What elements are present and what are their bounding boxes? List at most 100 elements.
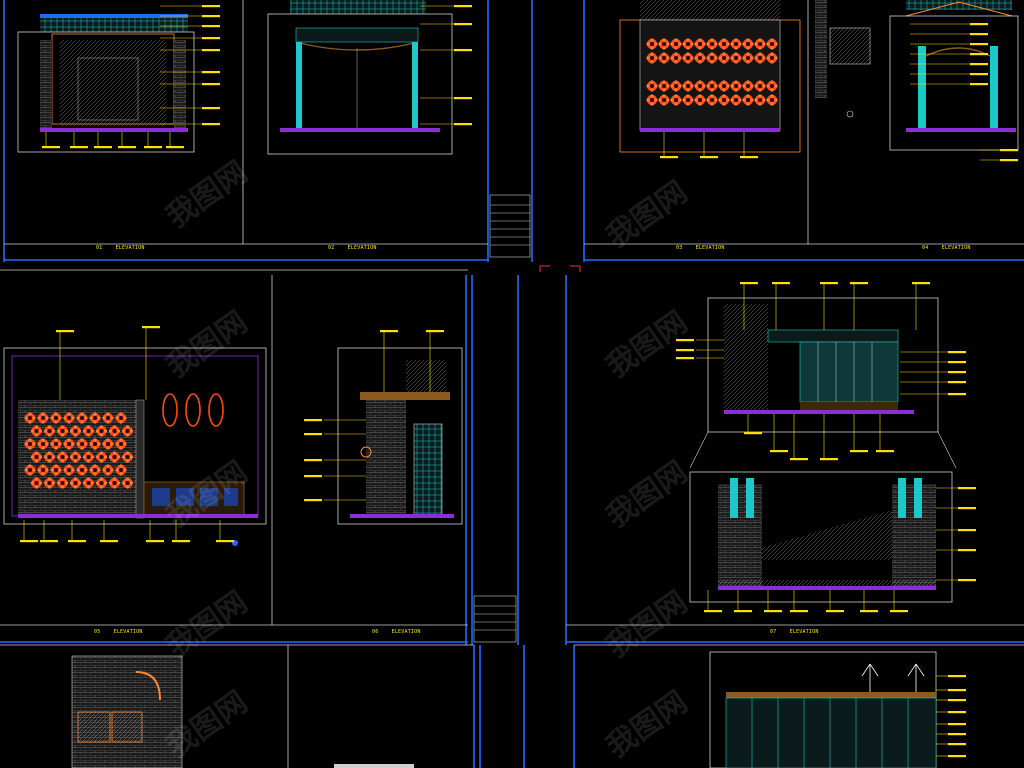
annotation-tag — [202, 83, 220, 86]
annotation-tag — [912, 282, 930, 285]
annotation-tag — [454, 97, 472, 100]
annotation-tag — [948, 699, 966, 702]
annotation-tag — [850, 282, 868, 285]
annotation-tag — [454, 49, 472, 52]
sheet-title-04: 04 ELEVATION — [922, 245, 971, 251]
annotation-tag — [970, 43, 988, 46]
annotation-tag — [704, 610, 722, 613]
annotation-tag — [820, 458, 838, 461]
annotation-tag — [304, 499, 322, 502]
sheet-title-03: 03 ELEVATION — [676, 245, 725, 251]
annotation-tag — [890, 610, 908, 613]
annotation-tag — [790, 610, 808, 613]
elevation-06-door — [337, 347, 463, 525]
annotation-tag — [958, 579, 976, 582]
sheet-name-03: ELEVATION — [695, 245, 725, 251]
annotation-tag — [676, 339, 694, 342]
annotation-tag — [68, 540, 86, 543]
annotation-leaders — [20, 5, 1018, 758]
annotation-tag — [820, 282, 838, 285]
annotation-tag — [744, 432, 762, 435]
annotation-tag — [304, 475, 322, 478]
elevation-02-gate-frame — [267, 0, 453, 155]
annotation-tag — [948, 689, 966, 692]
elevation-08-partial — [71, 655, 414, 768]
annotation-tag — [1000, 149, 1018, 152]
annotation-tag — [948, 675, 966, 678]
sheet-tag-07: 07 — [770, 629, 777, 635]
sheet-tag-01: 01 — [96, 245, 103, 251]
sheet-name-02: ELEVATION — [347, 245, 377, 251]
annotation-tag — [770, 450, 788, 453]
annotation-tag — [304, 419, 322, 422]
annotation-tag — [958, 549, 976, 552]
annotation-tag — [734, 610, 752, 613]
annotation-tag — [202, 37, 220, 40]
annotation-tag — [42, 146, 60, 149]
annotation-tag — [970, 23, 988, 26]
annotation-tag — [166, 146, 184, 149]
sheet-name-04: ELEVATION — [941, 245, 971, 251]
annotation-tag — [948, 351, 966, 354]
annotation-tag — [772, 282, 790, 285]
annotation-tag — [146, 540, 164, 543]
sheet-title-07: 07 ELEVATION — [770, 629, 819, 635]
elevation-04-side-gate — [815, 0, 1019, 151]
annotation-tag — [970, 73, 988, 76]
annotation-tag — [454, 5, 472, 8]
title-block-top — [489, 194, 531, 258]
sheet-name-05: ELEVATION — [113, 629, 143, 635]
annotation-tag — [850, 450, 868, 453]
sheet-tag-03: 03 — [676, 245, 683, 251]
elevation-07-lower — [689, 431, 957, 603]
annotation-tag — [216, 540, 234, 543]
annotation-tag — [740, 156, 758, 159]
annotation-tag — [790, 458, 808, 461]
sheet-title-02: 02 ELEVATION — [328, 245, 377, 251]
sheet-name-07: ELEVATION — [789, 629, 819, 635]
annotation-tag — [40, 540, 58, 543]
sheet-title-05: 05 ELEVATION — [94, 629, 143, 635]
annotation-tag — [202, 25, 220, 28]
elevation-01-gate — [17, 14, 195, 153]
annotation-tag — [70, 146, 88, 149]
annotation-tag — [764, 610, 782, 613]
annotation-tag — [826, 610, 844, 613]
annotation-tag — [970, 53, 988, 56]
annotation-tag — [202, 15, 220, 18]
sheet-tag-05: 05 — [94, 629, 101, 635]
annotation-tag — [304, 433, 322, 436]
annotation-tag — [948, 381, 966, 384]
annotation-tag — [958, 529, 976, 532]
annotation-tag — [948, 743, 966, 746]
annotation-tag — [202, 5, 220, 8]
elevation-09-partial — [709, 651, 937, 768]
annotation-tag — [876, 450, 894, 453]
elevation-07-upper — [707, 297, 939, 433]
elevation-05-lantern-wall — [3, 347, 267, 546]
sheet-tag-06: 06 — [372, 629, 379, 635]
elevation-03-flower-wall — [619, 0, 801, 153]
sheet-name-06: ELEVATION — [391, 629, 421, 635]
sheet-tag-02: 02 — [328, 245, 335, 251]
annotation-tag — [948, 393, 966, 396]
title-block-mid — [473, 595, 517, 643]
annotation-tag — [676, 349, 694, 352]
sheet-name-01: ELEVATION — [115, 245, 145, 251]
annotation-tag — [676, 357, 694, 360]
annotation-tag — [144, 146, 162, 149]
annotation-tag — [202, 71, 220, 74]
annotation-tag — [118, 146, 136, 149]
annotation-tag — [304, 459, 322, 462]
annotation-tag — [970, 33, 988, 36]
annotation-tag — [660, 156, 678, 159]
annotation-tag — [426, 330, 444, 333]
annotation-tag — [202, 123, 220, 126]
annotation-tag — [202, 107, 220, 110]
annotation-tag — [20, 540, 38, 543]
annotation-tag — [958, 507, 976, 510]
annotation-tag — [970, 83, 988, 86]
annotation-tag — [860, 610, 878, 613]
sheet-title-06: 06 ELEVATION — [372, 629, 421, 635]
